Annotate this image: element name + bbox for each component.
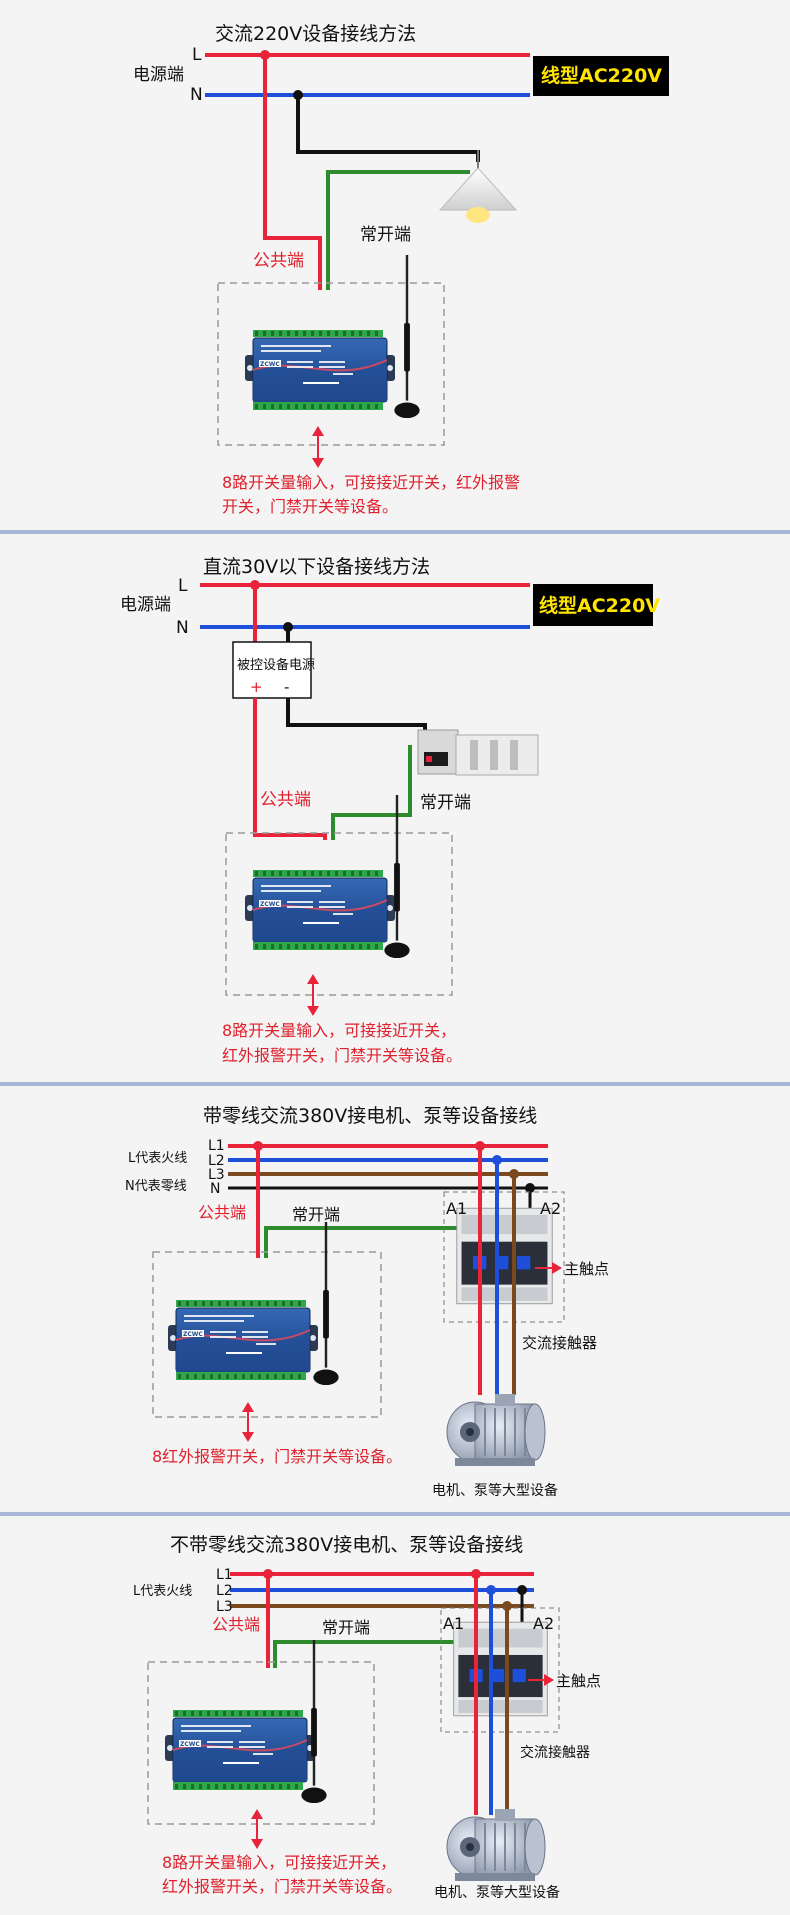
double-arrow-icon (251, 1809, 263, 1849)
common-terminal-label: 公共端 (212, 1615, 260, 1634)
psu-plus: + (250, 678, 263, 696)
line-N-label: N (210, 1181, 220, 1197)
psu-label: 被控设备电源 (237, 657, 315, 673)
note-line-1: 8路开关量输入，可接接近开关， (222, 1021, 456, 1040)
double-arrow-icon (312, 426, 324, 468)
line-N-label: N (176, 618, 189, 638)
no-terminal-label: 常开端 (292, 1205, 340, 1224)
solenoid-valve-icon (417, 729, 539, 776)
no-terminal-label: 常开端 (322, 1618, 370, 1637)
wire-type-label: 线型AC220V (539, 594, 660, 617)
line-N-label: N (190, 85, 203, 105)
coil-A2-label: A2 (540, 1199, 561, 1218)
line-L-label: L (192, 45, 202, 65)
no-terminal-label: 常开端 (360, 225, 411, 245)
line-L3-label: L3 (208, 1167, 225, 1183)
section-title: 直流30V以下设备接线方法 (203, 556, 430, 578)
line-L1-label: L1 (216, 1567, 233, 1583)
note-line-2: 开关，门禁开关等设备。 (222, 497, 398, 516)
line-L2-label: L2 (216, 1583, 233, 1599)
line-L2-label: L2 (208, 1153, 225, 1169)
common-terminal-label: 公共端 (260, 790, 311, 810)
io-module (245, 330, 395, 411)
common-terminal-label: 公共端 (198, 1203, 246, 1222)
antenna-icon (383, 795, 411, 960)
wire-type-label: 线型AC220V (541, 64, 662, 87)
live-legend: L代表火线 (128, 1151, 187, 1166)
motor-label: 电机、泵等大型设备 (434, 1884, 560, 1901)
double-arrow-icon (242, 1402, 254, 1442)
common-terminal-label: 公共端 (253, 251, 304, 271)
arrow-icon (535, 1262, 562, 1274)
section-title: 交流220V设备接线方法 (215, 23, 416, 45)
motor-label: 电机、泵等大型设备 (432, 1482, 558, 1499)
section-380v-no-neutral (147, 1569, 560, 1882)
section-380v-neutral (152, 1141, 565, 1467)
section-title: 带零线交流380V接电机、泵等设备接线 (203, 1105, 537, 1127)
line-L1-label: L1 (208, 1138, 225, 1154)
divider (0, 1082, 790, 1086)
io-module (165, 1710, 315, 1791)
arrow-icon (528, 1674, 554, 1686)
line-L-label: L (178, 576, 188, 596)
wire-type-badge (533, 584, 653, 626)
contactor-icon (456, 1207, 553, 1305)
main-contact-label: 主触点 (556, 1672, 601, 1690)
section-ac220v (205, 50, 669, 468)
double-arrow-icon (307, 974, 319, 1016)
antenna-icon (312, 1222, 340, 1387)
divider (0, 1512, 790, 1516)
note-line-1: 8路开关量输入，可接接近开关，红外报警 (222, 473, 520, 492)
wire-type-badge (533, 56, 669, 96)
motor-icon (446, 1808, 546, 1882)
power-label: 电源端 (133, 65, 184, 85)
contactor-icon (453, 1621, 548, 1717)
psu-box (232, 641, 312, 699)
note-line-1: 8红外报警开关，门禁开关等设备。 (152, 1447, 402, 1466)
contactor-label: 交流接触器 (522, 1334, 597, 1352)
contactor-label: 交流接触器 (520, 1744, 590, 1761)
io-module (245, 870, 395, 951)
note-line-1: 8路开关量输入，可接接近开关， (162, 1853, 396, 1872)
note-line-2: 红外报警开关，门禁开关等设备。 (162, 1877, 402, 1896)
section-title: 不带零线交流380V接电机、泵等设备接线 (170, 1534, 523, 1556)
psu-minus: - (284, 678, 289, 696)
antenna-icon (393, 255, 421, 420)
divider (0, 530, 790, 534)
section-dc30v (200, 580, 653, 1016)
main-contact-label: 主触点 (564, 1260, 609, 1278)
line-L3-label: L3 (216, 1599, 233, 1615)
power-label: 电源端 (120, 595, 171, 615)
neutral-legend: N代表零线 (125, 1179, 187, 1194)
io-module (168, 1300, 318, 1381)
lamp-icon (438, 150, 518, 223)
no-terminal-label: 常开端 (420, 793, 471, 813)
coil-A2-label: A2 (533, 1614, 554, 1633)
motor-icon (446, 1393, 546, 1467)
live-legend: L代表火线 (133, 1584, 192, 1599)
coil-A1-label: A1 (443, 1614, 464, 1633)
coil-A1-label: A1 (446, 1199, 467, 1218)
note-line-2: 红外报警开关，门禁开关等设备。 (222, 1046, 462, 1065)
